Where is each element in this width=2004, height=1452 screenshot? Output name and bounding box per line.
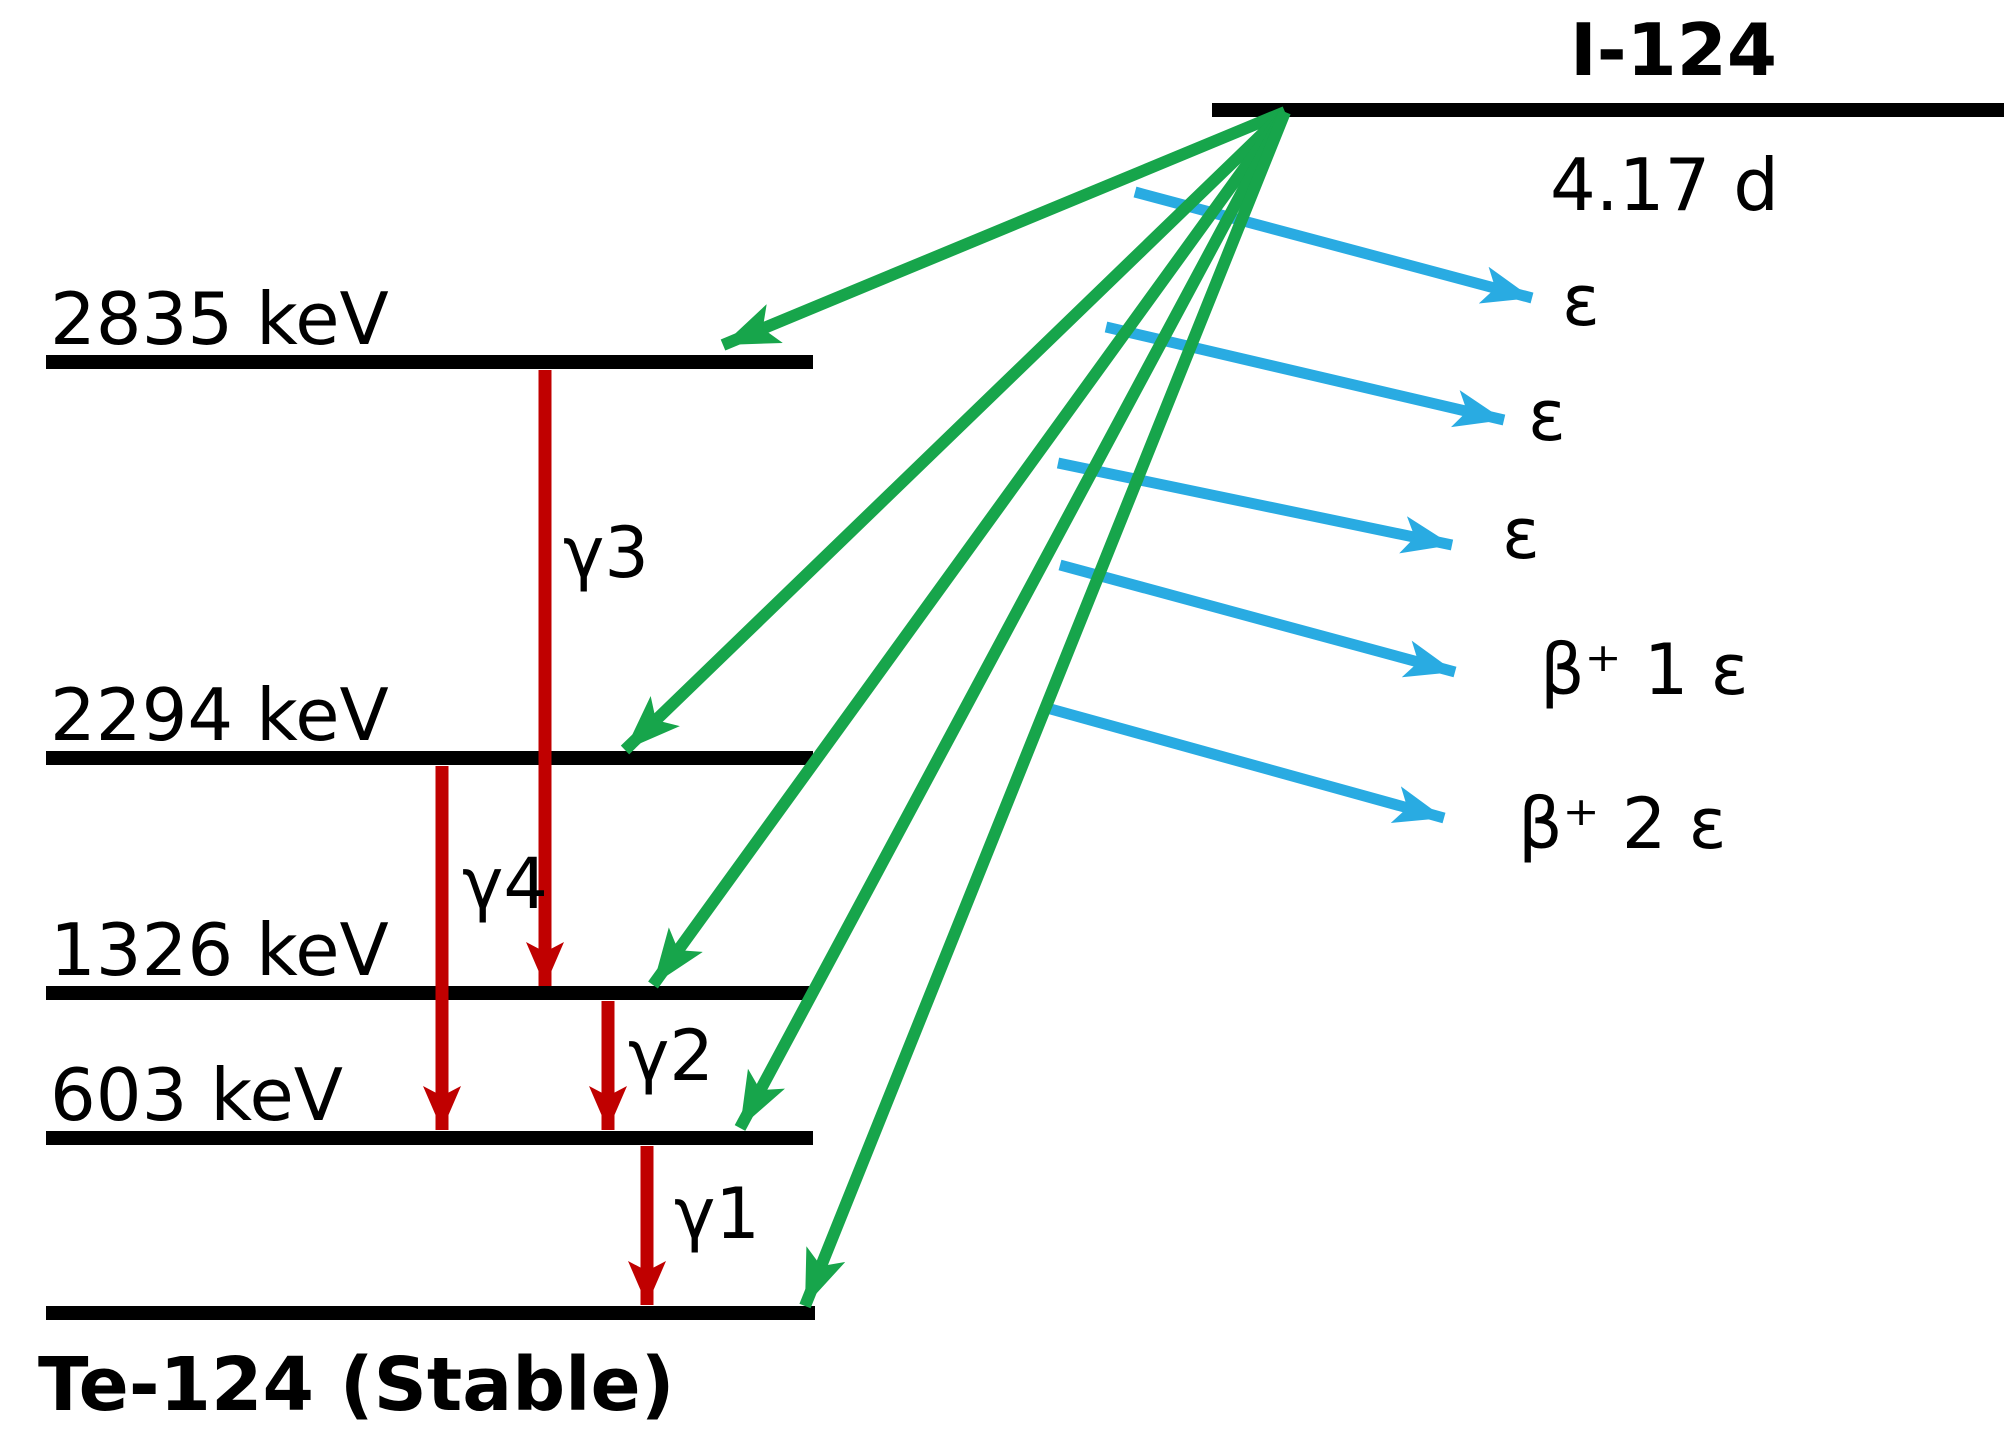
gamma-label-γ3: γ3 [563,512,649,594]
gamma-transitions-group [423,370,666,1305]
beta-branch-label-2: ε [1528,375,1566,457]
beta-branch-label-4: β⁺ 1 ε [1540,629,1749,711]
parent-half-life-label: 4.17 d [1550,143,1779,227]
parent-isotope-label: I-124 [1570,8,1777,92]
beta-branch-arrow-3 [1056,457,1454,554]
beta-branch-arrow-2 [1104,321,1506,428]
beta-branch-arrow-4 [1058,559,1457,678]
beta-branch-arrow-1 [1133,186,1534,304]
gamma-label-γ4: γ4 [462,843,548,925]
gamma-label-γ2: γ2 [628,1015,714,1097]
beta-ec-branch-arrows-group [1045,186,1534,824]
daughter-isotope-label: Te-124 (Stable) [38,1342,675,1428]
ec-arrow-to-2835-keV [720,106,1288,351]
ec-arrow-to-1326-keV [648,108,1290,989]
beta-branch-label-1: ε [1562,260,1600,342]
beta-branch-label-5: β⁺ 2 ε [1518,783,1727,865]
beta-branch-label-3: ε [1502,493,1540,575]
level-energy-label: 603 keV [50,1053,343,1137]
electron-capture-fan-group [620,106,1291,1309]
level-energy-label: 2294 keV [50,673,389,757]
gamma-label-γ1: γ1 [674,1173,760,1255]
level-energy-label: 1326 keV [50,908,389,992]
ec-arrow-to-2294-keV [620,107,1290,755]
ec-arrow-to-ground [799,109,1291,1309]
level-energy-label: 2835 keV [50,277,389,361]
ec-arrow-to-603-keV [734,109,1291,1131]
beta-branch-arrow-5 [1045,702,1446,824]
energy-levels-group [46,103,2004,1320]
